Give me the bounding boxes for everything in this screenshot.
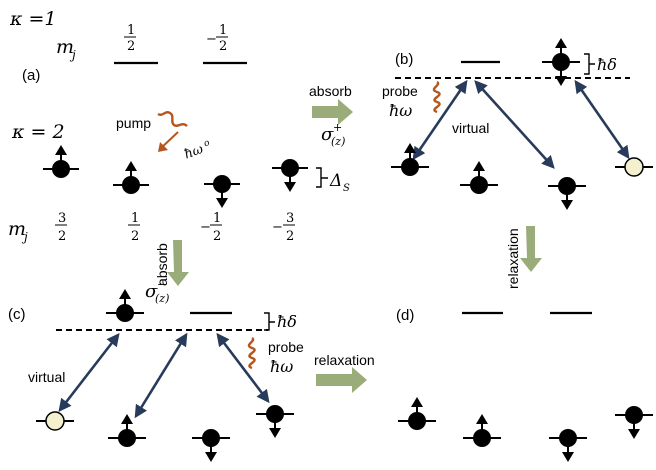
state-a-mj-3-2 (43, 145, 79, 178)
state-b-kappa1-right (542, 38, 580, 86)
panel-label-d: (d) (396, 307, 414, 324)
mj-label-bottom: m j (8, 218, 28, 244)
bottom-mj-fraction-1: 3 2 (55, 211, 67, 244)
svg-text:ħω: ħω (182, 142, 205, 163)
state-d-mj-3-2 (398, 397, 436, 430)
svg-text:2: 2 (213, 229, 221, 244)
bottom-mj-fraction-3: − 1 2 (200, 211, 222, 244)
hbar-omega-label-b: ħω (389, 101, 412, 120)
absorb-arrow-down (167, 240, 189, 286)
svg-text:2: 2 (286, 229, 294, 244)
pump-label: pump (116, 115, 151, 131)
relaxation-arrow-right (316, 367, 367, 393)
panel-label-a: (a) (22, 67, 40, 84)
svg-text:m: m (8, 218, 26, 240)
svg-text:−: − (200, 220, 211, 235)
sigma-minus-label: σ − (z) (145, 278, 169, 305)
virtual-label-b: virtual (452, 120, 489, 136)
probe-photon-icon-c (247, 336, 256, 370)
state-c-mj-minus-1-2 (192, 429, 230, 462)
state-b-mj-minus-1-2 (548, 177, 586, 210)
svg-text:1: 1 (127, 23, 135, 38)
delta-s-label: Δ S (329, 171, 350, 194)
probe-photon-icon-b (432, 80, 441, 114)
sigma-plus-label: σ + (z) (321, 121, 345, 148)
bottom-mj-fraction-2: 1 2 (128, 211, 140, 244)
svg-text:S: S (343, 183, 350, 194)
state-b-mj-3-2 (391, 143, 429, 176)
mj-label-top: m j (56, 36, 76, 62)
bottom-mj-fraction-4: − 3 2 (272, 211, 295, 244)
svg-text:j: j (21, 230, 28, 244)
svg-text:3: 3 (58, 211, 66, 226)
svg-text:σ: σ (145, 281, 158, 302)
absorb-label-vertical: absorb (154, 243, 170, 286)
svg-text:m: m (56, 36, 74, 58)
hbar-delta-label-b: ħδ (597, 55, 617, 74)
svg-text:−: − (157, 278, 166, 291)
state-a-mj-1-2 (113, 161, 149, 194)
top-mj-fraction-2: − 1 2 (206, 23, 228, 54)
svg-text:σ: σ (321, 124, 334, 145)
probe-label-c: probe (268, 339, 304, 355)
state-c-mj-1-2 (108, 414, 146, 447)
relaxation-arrow-down (520, 226, 542, 272)
svg-text:1: 1 (219, 23, 227, 38)
hbar-delta-label-c: ħδ (277, 312, 297, 331)
absorb-label-top: absorb (309, 83, 352, 99)
panel-label-b: (b) (395, 51, 413, 68)
state-c-kappa1-left (106, 289, 144, 322)
svg-text:−: − (206, 32, 217, 47)
hbar-omega-label-c: ħω (270, 357, 293, 376)
svg-text:j: j (69, 48, 76, 62)
svg-text:2: 2 (131, 229, 139, 244)
transition-arrows-c (58, 332, 270, 419)
svg-text:−: − (272, 220, 283, 235)
delta-s-bracket (316, 167, 328, 188)
state-d-mj-1-2 (463, 414, 501, 447)
state-a-mj-minus-1-2 (204, 175, 240, 208)
hbar-delta-bracket-c (264, 312, 275, 331)
state-a-mj-minus-3-2 (272, 159, 308, 192)
probe-label-b: probe (382, 83, 418, 99)
svg-text:+: + (333, 121, 342, 134)
svg-text:3: 3 (286, 211, 294, 226)
kappa2-label: κ = 2 (11, 121, 65, 143)
svg-text:1: 1 (213, 211, 221, 226)
state-b-mj-minus-3-2-empty (615, 157, 653, 177)
virtual-label-c: virtual (28, 369, 65, 385)
relaxation-label-horizontal: relaxation (314, 352, 375, 368)
svg-text:1: 1 (131, 211, 139, 226)
top-mj-fraction-1: 1 2 (124, 23, 136, 54)
omega0-label: ħω o (182, 138, 211, 163)
hbar-delta-bracket-b (584, 53, 595, 75)
transition-arrows-b (412, 79, 630, 169)
state-d-mj-minus-1-2 (549, 429, 587, 462)
absorb-arrow-right (312, 99, 353, 125)
svg-text:(z): (z) (331, 135, 345, 148)
state-c-mj-3-2-empty (36, 411, 74, 431)
svg-text:(z): (z) (155, 292, 169, 305)
svg-text:2: 2 (219, 39, 227, 54)
relaxation-label-vertical: relaxation (505, 228, 521, 289)
svg-text:Δ: Δ (329, 171, 342, 191)
svg-text:o: o (203, 138, 212, 149)
state-c-mj-minus-3-2 (256, 405, 294, 438)
pump-photon-icon (157, 111, 188, 152)
svg-text:2: 2 (58, 229, 66, 244)
svg-text:2: 2 (127, 39, 135, 54)
kappa1-label: κ =1 (9, 8, 57, 30)
state-d-mj-minus-3-2 (615, 406, 653, 439)
panel-label-c: (c) (8, 306, 26, 323)
state-b-mj-1-2 (460, 161, 498, 194)
